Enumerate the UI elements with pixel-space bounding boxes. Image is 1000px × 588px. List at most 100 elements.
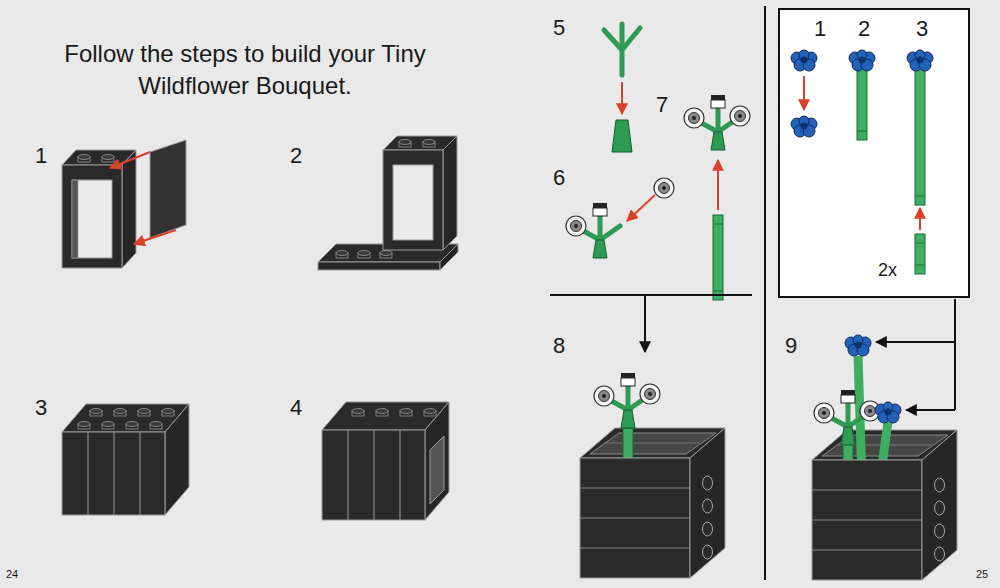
flower-head — [566, 178, 674, 258]
brick-box — [352, 409, 364, 417]
window-frame — [443, 136, 457, 250]
brick-box — [102, 422, 114, 430]
brick-box — [425, 402, 449, 520]
base-plate — [318, 262, 440, 270]
green-stem — [713, 291, 723, 292]
step-number: 5 — [553, 15, 565, 40]
green-stem — [713, 224, 723, 225]
red-arrow — [627, 195, 655, 221]
divider-line — [764, 6, 766, 580]
blue-flower-stem — [915, 265, 925, 266]
base-plate — [336, 251, 348, 259]
brick-box — [322, 430, 425, 520]
flower-crate — [845, 335, 871, 356]
step-number: 2 — [290, 143, 302, 168]
brick-box — [400, 409, 412, 417]
window-frame — [78, 155, 90, 163]
step-number: 9 — [785, 333, 797, 358]
brick-box — [150, 422, 162, 430]
brick-box — [348, 430, 349, 520]
window-frame — [72, 180, 112, 258]
brick-box — [424, 409, 436, 417]
brick-box — [62, 432, 165, 515]
flow-arrow — [876, 299, 955, 410]
red-arrow — [621, 82, 623, 114]
brick-box — [88, 432, 89, 515]
window-frame — [383, 136, 457, 250]
green-stem — [713, 215, 723, 300]
window-frame — [383, 150, 443, 250]
flower-crate — [814, 390, 880, 445]
flower-crate — [875, 402, 901, 423]
blue-flower-stem — [849, 50, 933, 274]
brick-box — [78, 422, 90, 430]
flower-crate — [812, 430, 957, 580]
inset-ground — [778, 8, 970, 298]
red-arrow — [110, 152, 176, 244]
flower-crate — [594, 373, 660, 428]
blue-flower-stem — [857, 68, 867, 140]
flower-head — [566, 216, 586, 236]
window-frame — [62, 150, 136, 268]
divider-line — [550, 6, 765, 580]
blue-flower-stem — [915, 234, 925, 274]
flower-head — [654, 178, 674, 198]
brick-box — [430, 436, 444, 504]
window-frame — [102, 155, 114, 163]
divider-line — [550, 294, 752, 296]
brick-box — [162, 409, 174, 417]
base-plate — [380, 251, 392, 259]
cone-piece — [612, 120, 632, 152]
blue-flower-stem — [849, 50, 875, 71]
page-number: 25 — [976, 568, 988, 581]
flow-arrow — [954, 299, 956, 410]
quantity-label: 2x — [878, 260, 897, 281]
brick-box — [138, 409, 150, 417]
blue-flower — [791, 50, 817, 137]
brick-box — [400, 430, 401, 520]
brick-box — [376, 409, 388, 417]
window-frame — [399, 140, 411, 148]
red-arrow — [134, 230, 176, 244]
red-arrow — [803, 76, 805, 110]
window-frame — [62, 165, 122, 268]
window-frame — [423, 140, 435, 148]
sub-step-number: 2 — [858, 16, 870, 41]
base-plate — [358, 251, 370, 259]
brick-box — [140, 432, 141, 515]
step-number: 1 — [35, 143, 47, 168]
brick-box — [90, 409, 102, 417]
sub-step-number: 3 — [916, 16, 928, 41]
flow-arrow — [644, 296, 646, 352]
red-arrow — [717, 160, 719, 210]
page-title: Follow the steps to build your Tiny Wild… — [60, 38, 430, 102]
flower-crate — [580, 373, 725, 578]
brick-box — [114, 409, 126, 417]
branch-piece — [604, 24, 640, 75]
red-arrow — [919, 208, 921, 230]
step-number: 4 — [290, 395, 302, 420]
sub-step-number: 1 — [814, 16, 826, 41]
glass-pane — [150, 140, 186, 238]
step-number: 6 — [553, 165, 565, 190]
window-frame — [122, 150, 136, 268]
page-number: 24 — [6, 568, 18, 581]
flow-arrow — [876, 341, 955, 343]
blue-flower-stem — [857, 131, 867, 132]
step-number: 3 — [35, 395, 47, 420]
step-number: 8 — [553, 333, 565, 358]
blue-flower-stem — [915, 68, 925, 205]
brick-box — [165, 404, 189, 515]
window-frame — [72, 180, 78, 258]
red-arrow — [110, 152, 150, 168]
blue-flower-stem — [915, 243, 925, 244]
green-stem — [713, 215, 723, 300]
flow-arrow — [906, 409, 955, 411]
brick-box — [322, 402, 449, 520]
brick-box — [126, 422, 138, 430]
blue-flower-stem — [915, 196, 925, 197]
blue-flower-stem — [907, 50, 933, 71]
blue-flower — [791, 50, 817, 71]
window-frame — [393, 165, 433, 240]
